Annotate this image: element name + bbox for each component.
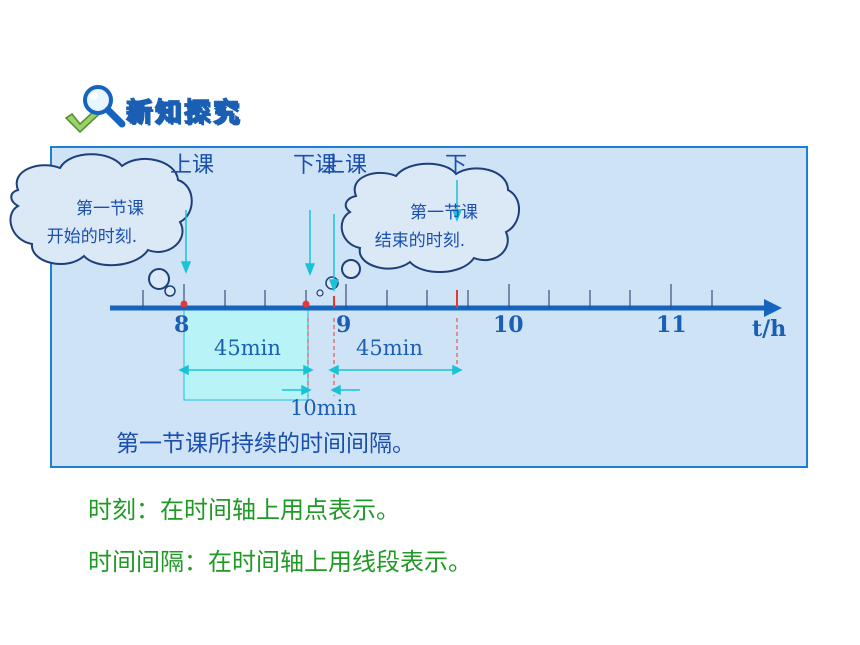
section-header: 新知探究	[62, 80, 282, 140]
next-class-start-label: 上课	[322, 153, 367, 178]
definition-moment: 时刻：在时间轴上用点表示。	[88, 496, 400, 524]
duration-class1-label: 45min	[214, 336, 281, 360]
second-class-end-label: 下	[444, 153, 467, 178]
duration-class2-label: 45min	[356, 336, 423, 360]
moment-markers	[180, 290, 458, 308]
cloud-end-line1: 第一节课	[410, 203, 478, 223]
tick-label-9: 9	[336, 312, 352, 338]
class-start-label: 上课	[170, 153, 215, 178]
magnifier-check-icon	[64, 85, 126, 134]
time-axis	[110, 299, 782, 317]
definition-interval: 时间间隔：在时间轴上用线段表示。	[88, 548, 472, 576]
cloud-start-bubble	[9, 153, 193, 297]
cloud-start-line1: 第一节课	[76, 199, 144, 219]
cloud-start-line2: 开始的时刻.	[46, 227, 138, 247]
class-end-label: 下课	[290, 152, 340, 180]
tick-label-11: 11	[656, 312, 687, 338]
pointer-arrows	[180, 180, 463, 293]
duration-arrows	[178, 364, 463, 396]
section-title: 新知探究	[125, 97, 243, 128]
cloud-end-line2: 结束的时刻.	[374, 231, 466, 251]
class-end-text: 下课	[292, 153, 337, 178]
dashed-guides	[307, 318, 458, 396]
interval-description: 第一节课所持续的时间间隔。	[116, 431, 415, 457]
axis-ticks	[142, 284, 713, 308]
tick-label-8: 8	[174, 312, 190, 338]
axis-unit-label: t/h	[752, 316, 787, 342]
duration-break-label: 10min	[290, 396, 357, 420]
tick-label-10: 10	[493, 312, 524, 338]
